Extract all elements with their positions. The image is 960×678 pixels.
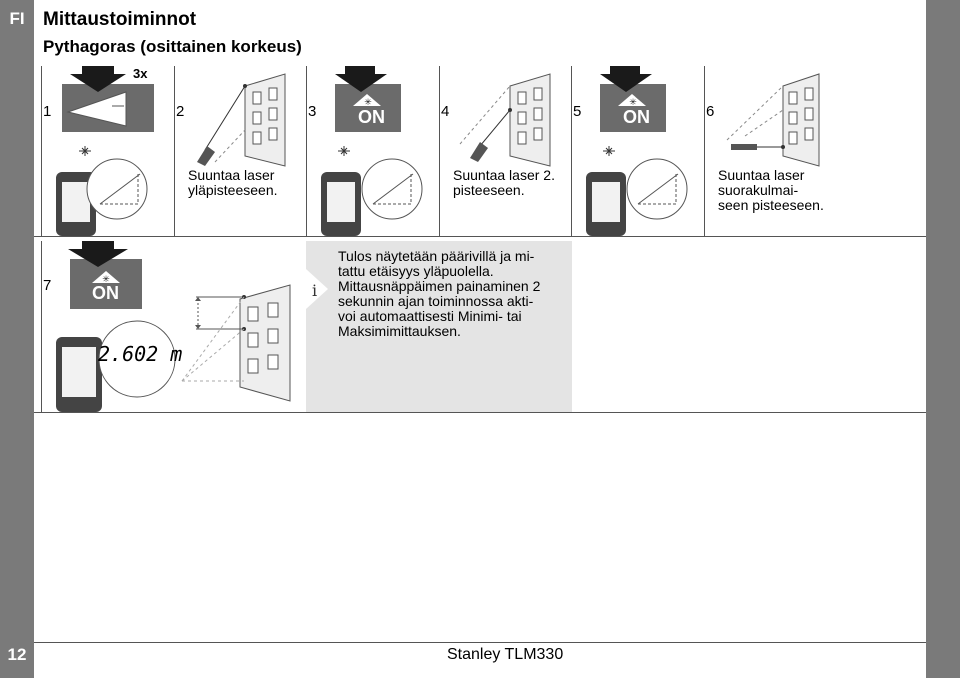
press-arrow-icon xyxy=(335,66,387,92)
step1-illustration xyxy=(56,66,154,236)
step4-illustration xyxy=(459,73,551,167)
step-number: 2 xyxy=(176,103,185,120)
right-sidebar xyxy=(926,0,960,678)
divider-v5 xyxy=(571,66,572,236)
divider-v6 xyxy=(704,66,705,236)
svg-text:✳: ✳ xyxy=(629,98,637,108)
on-button-label: ON xyxy=(358,107,385,127)
building-icon xyxy=(244,73,286,167)
section-title: Mittaustoiminnot xyxy=(43,9,197,30)
on-button-label: ON xyxy=(92,283,119,303)
device-pen-icon xyxy=(197,146,215,166)
step-number: 1 xyxy=(43,103,52,120)
language-code: FI xyxy=(9,9,25,28)
divider-mid xyxy=(34,412,926,413)
info-text: Tulos näytetään päärivillä ja mi- tattu … xyxy=(338,248,541,339)
info-box: i Tulos näytetään päärivillä ja mi- tatt… xyxy=(306,241,572,412)
divider-v1 xyxy=(41,66,42,236)
step-number: 4 xyxy=(441,103,450,120)
step7-illustration: ✳ xyxy=(56,241,291,412)
divider-v3 xyxy=(306,66,307,236)
step5-illustration: ✳ xyxy=(586,66,688,236)
press-arrow-icon xyxy=(68,241,128,267)
press-arrow-icon xyxy=(70,66,126,92)
step-number: 5 xyxy=(573,103,582,120)
step-caption: Suuntaa laser 2. pisteeseen. xyxy=(453,167,555,198)
device-pen-icon xyxy=(731,144,757,150)
building-icon xyxy=(782,73,820,167)
device-pen-icon xyxy=(470,142,488,162)
svg-text:✳: ✳ xyxy=(102,275,110,285)
display-readout: 2.602 m xyxy=(98,342,183,366)
device-body xyxy=(56,337,102,412)
step6-illustration xyxy=(726,73,820,167)
on-button-label: ON xyxy=(623,107,650,127)
footer-divider xyxy=(34,642,926,643)
footer-title: Stanley TLM330 xyxy=(447,646,564,663)
divider-v2 xyxy=(174,66,175,236)
step-caption: Suuntaa laser suorakulmai- seen pisteese… xyxy=(718,167,824,213)
step3-illustration: ✳ xyxy=(321,66,423,236)
step2-illustration xyxy=(197,73,286,167)
step-caption: Suuntaa laser yläpisteeseen. xyxy=(188,167,278,198)
divider-v7 xyxy=(41,241,42,412)
step-number: 6 xyxy=(706,103,715,120)
divider-v4 xyxy=(439,66,440,236)
step-number: 7 xyxy=(43,277,52,294)
device-body xyxy=(321,172,361,236)
building-icon xyxy=(509,73,551,167)
triangle-icon xyxy=(66,91,127,127)
svg-text:✳: ✳ xyxy=(364,98,372,108)
page-number: 12 xyxy=(7,645,27,664)
left-sidebar xyxy=(0,0,34,678)
press-count-badge: 3x xyxy=(133,66,148,81)
step-number: 3 xyxy=(308,103,317,120)
press-arrow-icon xyxy=(600,66,652,92)
device-body xyxy=(56,172,96,236)
divider-top xyxy=(34,236,926,237)
info-icon: i xyxy=(306,269,328,309)
svg-text:i: i xyxy=(312,281,317,300)
device-body xyxy=(586,172,626,236)
subtitle: Pythagoras (osittainen korkeus) xyxy=(43,37,302,56)
